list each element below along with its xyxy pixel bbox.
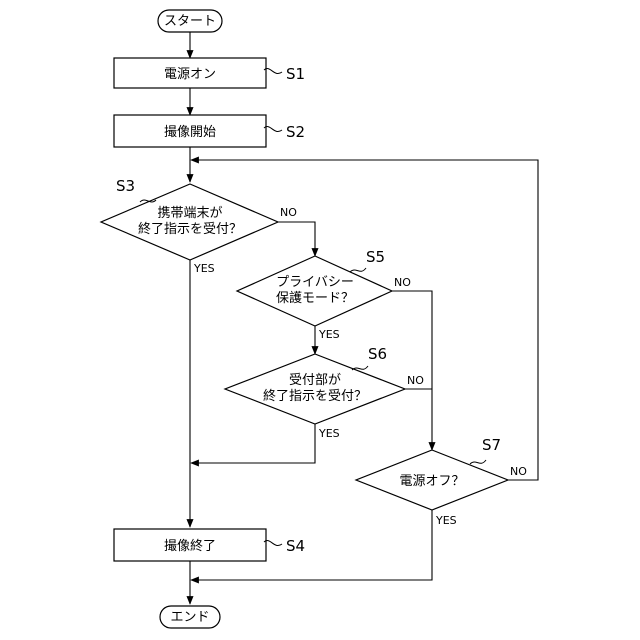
decision-s3-yes: YES [193,262,215,275]
step-label-s5: S5 [366,248,385,266]
decision-s7: 電源オフ？ S7 NO YES [356,436,527,527]
decision-s7-line1: 電源オフ？ [399,474,464,489]
step-label-s4: S4 [286,537,305,555]
process-s4-text: 撮像終了 [164,538,216,554]
end-label: エンド [170,610,209,625]
process-s1-text: 電源オン [164,67,216,82]
step-label-s6: S6 [368,345,387,363]
decision-s6-line1: 受付部が [289,373,341,388]
decision-s6-line2: 終了指示を受付？ [263,388,367,404]
decision-s6: 受付部が 終了指示を受付？ S6 NO YES [225,345,424,440]
step-label-s7: S7 [482,436,501,454]
process-s2: 撮像開始 S2 [114,115,305,147]
arrow-s5-no-to-s7 [392,291,432,450]
step-label-s3: S3 [116,177,135,195]
process-s4: 撮像終了 S4 [114,529,305,561]
start-terminal: スタート [158,10,222,32]
decision-s3-line1: 携帯端末が [157,205,222,221]
decision-s5-line1: プライバシー [276,275,354,290]
start-label: スタート [164,14,216,29]
decision-s3: 携帯端末が 終了指示を受付？ S3 NO YES [101,177,297,275]
step-label-s2: S2 [286,123,305,141]
step-label-s1: S1 [286,65,305,83]
decision-s5-no: NO [394,276,411,289]
decision-s7-yes: YES [435,514,457,527]
decision-s7-no: NO [510,465,527,478]
decision-s3-no: NO [280,206,297,219]
decision-s3-line2: 終了指示を受付？ [138,221,242,237]
process-s1: 電源オン S1 [114,58,305,88]
decision-s5-line2: 保護モード？ [276,290,354,306]
arrow-s6-yes-to-s4 [191,424,315,463]
decision-s5-yes: YES [318,328,340,341]
arrow-s3-no-to-s5 [278,222,315,256]
decision-s5: プライバシー 保護モード？ S5 NO YES [237,248,411,341]
process-s2-text: 撮像開始 [164,124,216,140]
decision-s6-no: NO [407,374,424,387]
decision-s6-yes: YES [318,427,340,440]
end-terminal: エンド [160,606,220,628]
